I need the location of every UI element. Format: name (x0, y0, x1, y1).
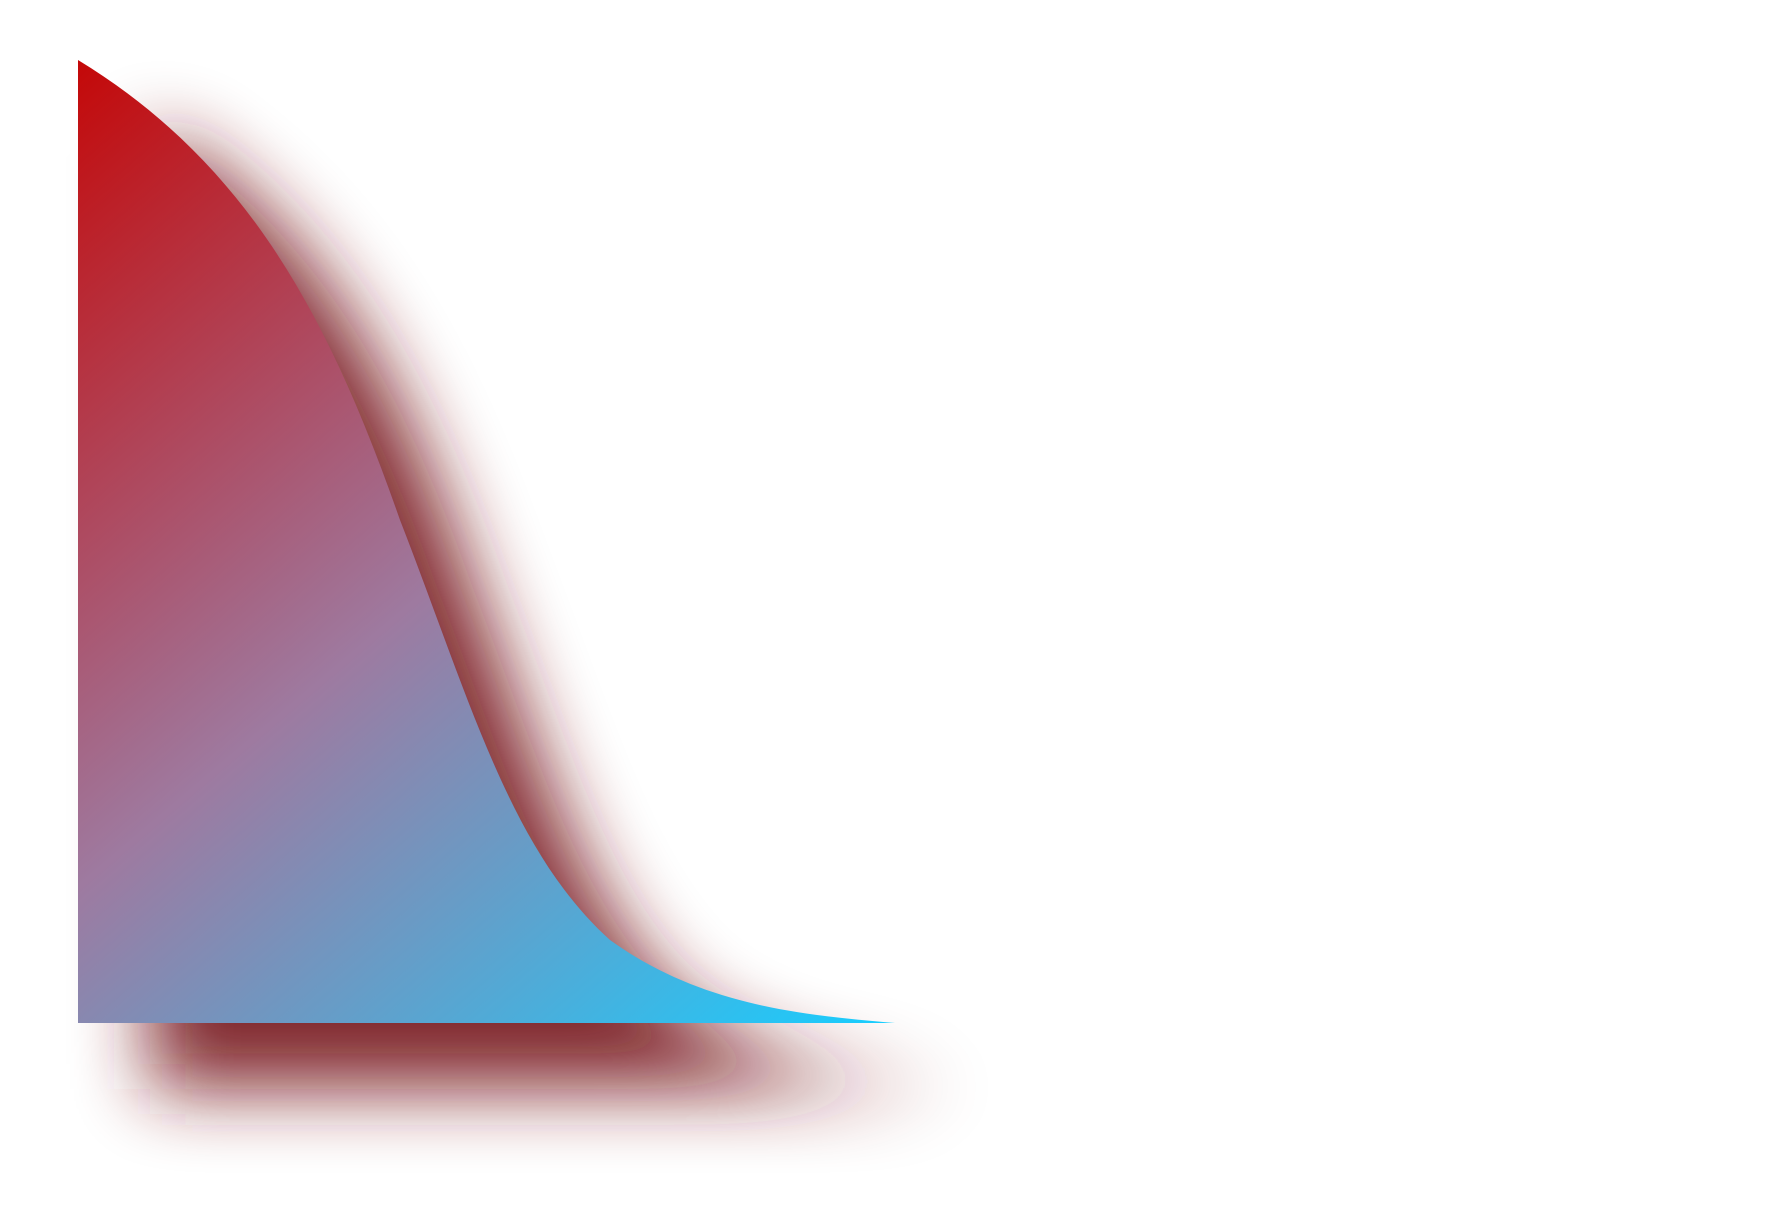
gradient-shape (78, 60, 895, 1023)
